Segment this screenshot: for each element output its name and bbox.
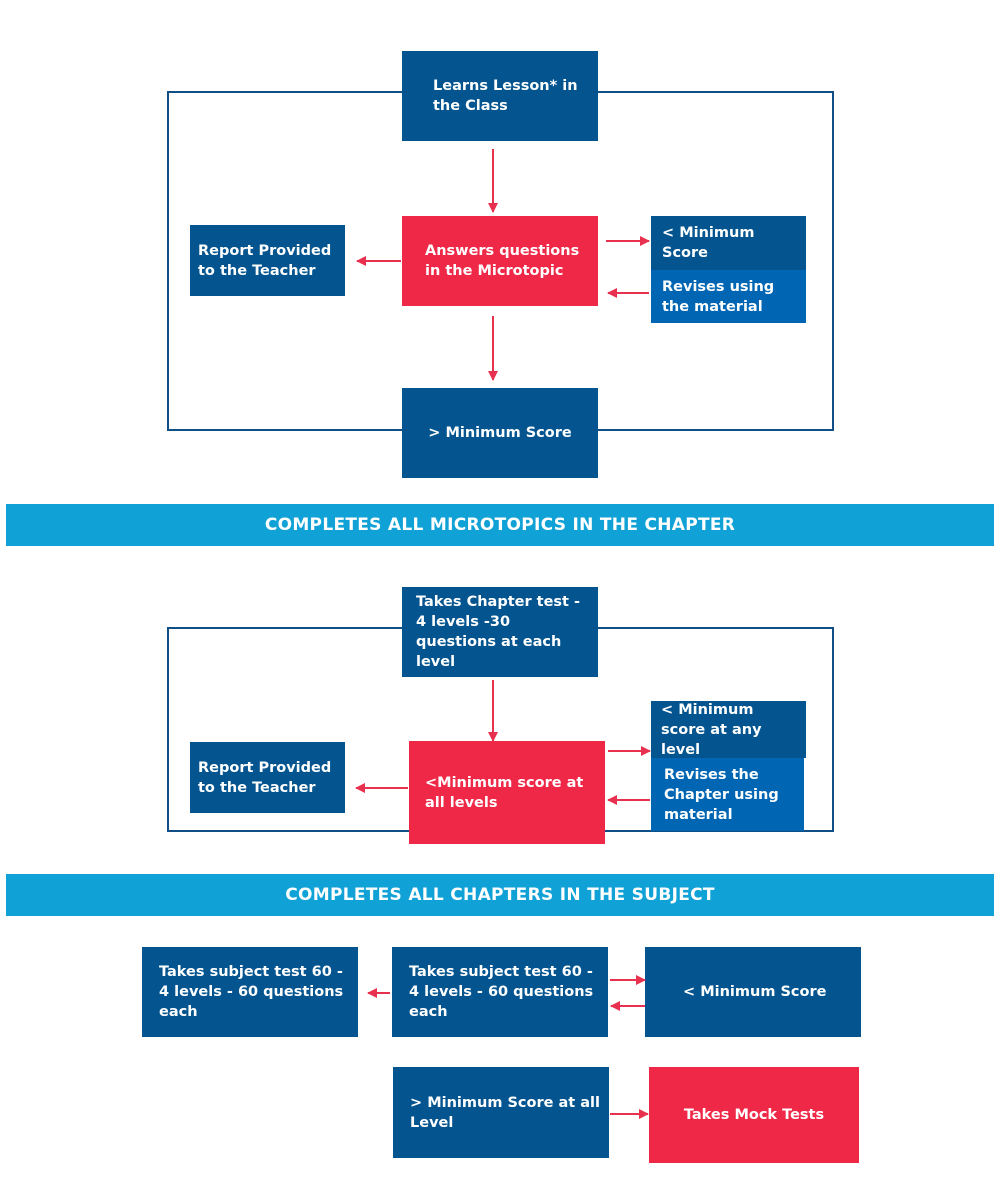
revises-material-box: Revises using the material <box>651 270 806 323</box>
min-score-any-level-box: < Minimum score at any level <box>651 701 806 758</box>
subject-min-score-box: < Minimum Score <box>645 947 861 1037</box>
min-score-low-box: < Minimum Score <box>651 216 806 270</box>
min-score-all-levels-box: <Minimum score at all levels <box>409 741 605 844</box>
subject-test-left-box: Takes subject test 60 - 4 levels - 60 qu… <box>142 947 358 1037</box>
answers-questions-label: Answers questions in the Microtopic <box>425 243 580 279</box>
min-score-all-level-box: > Minimum Score at all Level <box>393 1067 609 1158</box>
report-teacher-box-2: Report Provided to the Teacher <box>190 742 345 813</box>
mock-tests-label: Takes Mock Tests <box>683 1107 825 1123</box>
banner-completes-microtopics-label: COMPLETES ALL MICROTOPICS IN THE CHAPTER <box>264 515 736 535</box>
revises-material-label: Revises using the material <box>662 278 775 315</box>
min-score-any-level-label: < Minimum score at any level <box>661 701 762 758</box>
subject-test-left-label: Takes subject test 60 - 4 levels - 60 qu… <box>159 964 344 1020</box>
report-teacher-label-2: Report Provided to the Teacher <box>198 759 332 796</box>
subject-min-score-label: < Minimum Score <box>683 984 827 1000</box>
chapter-test-label: Takes Chapter test - 4 levels -30 questi… <box>416 594 581 670</box>
min-score-all-level-label: > Minimum Score at all Level <box>410 1094 601 1131</box>
banner-completes-microtopics: COMPLETES ALL MICROTOPICS IN THE CHAPTER <box>6 504 994 546</box>
subject-test-mid-label: Takes subject test 60 - 4 levels - 60 qu… <box>409 964 594 1020</box>
report-teacher-box: Report Provided to the Teacher <box>190 225 345 296</box>
report-teacher-label: Report Provided to the Teacher <box>198 242 332 279</box>
answers-questions-box: Answers questions in the Microtopic <box>402 216 598 306</box>
min-score-all-levels-label: <Minimum score at all levels <box>425 774 584 811</box>
banner-completes-chapters: COMPLETES ALL CHAPTERS IN THE SUBJECT <box>6 874 994 916</box>
min-score-high-box: > Minimum Score <box>402 388 598 478</box>
banner-completes-chapters-label: COMPLETES ALL CHAPTERS IN THE SUBJECT <box>285 885 715 905</box>
revises-chapter-box: Revises the Chapter using material <box>651 758 804 831</box>
min-score-low-label: < Minimum Score <box>662 225 755 261</box>
subject-test-mid-box: Takes subject test 60 - 4 levels - 60 qu… <box>392 947 608 1037</box>
learns-lesson-box: Learns Lesson* in the Class <box>402 51 598 141</box>
min-score-high-label: > Minimum Score <box>428 425 572 441</box>
learns-lesson-label: Learns Lesson* in the Class <box>433 78 578 114</box>
mock-tests-box: Takes Mock Tests <box>649 1067 859 1163</box>
chapter-test-box: Takes Chapter test - 4 levels -30 questi… <box>402 587 598 677</box>
revises-chapter-label: Revises the Chapter using material <box>664 766 779 823</box>
